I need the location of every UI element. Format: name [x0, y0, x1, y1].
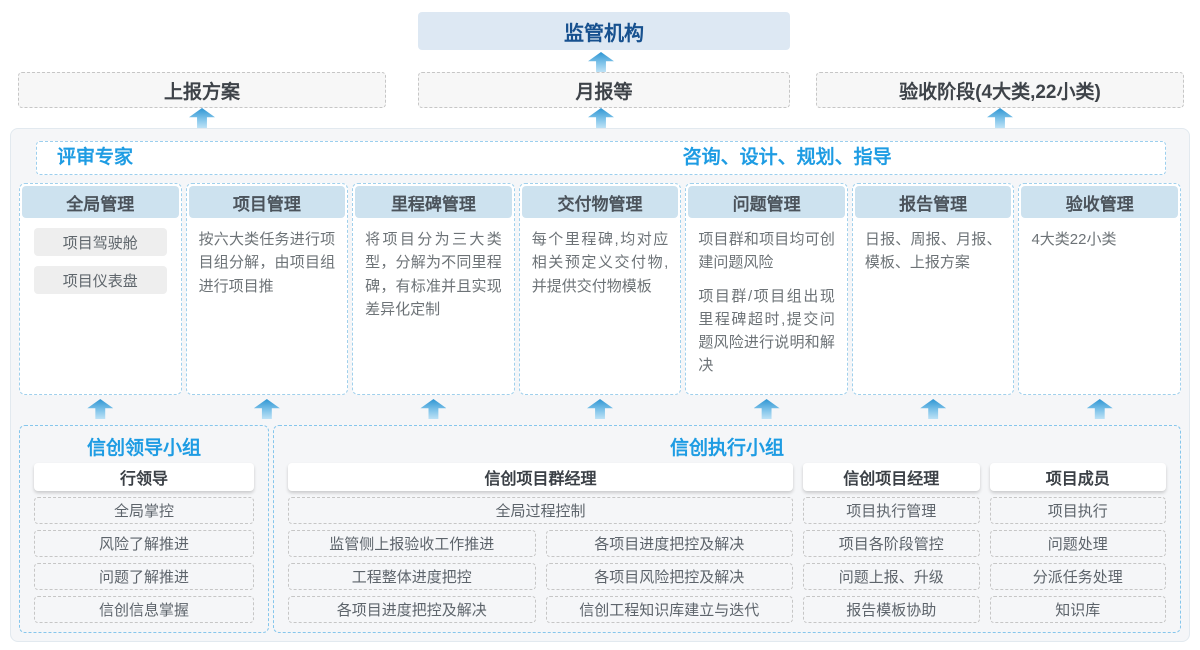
up-arrow-icon — [920, 399, 947, 419]
up-arrow-icon — [253, 399, 280, 419]
duty-item: 问题了解推进 — [34, 563, 254, 590]
up-arrow-icon — [189, 108, 215, 128]
project-manager-subcolumn: 信创项目经理 项目执行管理 项目各阶段管控 问题上报、升级 报告模板协助 — [803, 463, 980, 623]
up-arrow-icon — [753, 399, 780, 419]
monthly-report-label: 月报等 — [575, 81, 633, 103]
project-member-subcolumn: 项目成员 项目执行 问题处理 分派任务处理 知识库 — [989, 463, 1166, 623]
column-header: 里程碑管理 — [355, 186, 512, 218]
duty-item: 工程整体进度把控 — [288, 563, 536, 590]
up-arrow-icon — [588, 108, 614, 128]
duty-item: 项目各阶段管控 — [803, 530, 980, 557]
duty-item: 全局过程控制 — [288, 497, 793, 524]
duty-item: 问题处理 — [989, 530, 1166, 557]
duty-item: 信创信息掌握 — [34, 596, 254, 623]
monthly-report-box: 月报等 — [418, 72, 790, 108]
column-description: 将项目分为三大类型，分解为不同里程碑，有标准并且实现差异化定制 — [365, 231, 502, 318]
duty-item: 项目执行管理 — [803, 497, 980, 524]
acceptance-stage-label: 验收阶段(4大类,22小类) — [899, 81, 1101, 103]
consulting-label: 咨询、设计、规划、指导 — [682, 147, 892, 168]
duty-item: 项目执行 — [989, 497, 1166, 524]
report-plan-box: 上报方案 — [18, 72, 386, 108]
column-global-management: 全局管理 项目驾驶舱 项目仪表盘 — [19, 183, 182, 395]
column-project-management: 项目管理 按六大类任务进行项目组分解，由项目组进行项目推 — [185, 183, 349, 395]
bank-leader-role: 行领导 — [34, 463, 254, 491]
column-header: 报告管理 — [854, 186, 1012, 218]
up-arrow-icon — [1086, 399, 1113, 419]
project-dashboard-chip: 项目仪表盘 — [34, 266, 167, 294]
duty-item: 分派任务处理 — [989, 563, 1166, 590]
management-columns: 全局管理 项目驾驶舱 项目仪表盘 项目管理 按六大类任务进行项目组分解，由项目组… — [19, 183, 1182, 395]
up-arrow-icon — [987, 108, 1013, 128]
column-issue-management: 问题管理 项目群和项目均可创建问题风险 项目群/项目组出现里程碑超时,提交问题风… — [685, 183, 848, 395]
column-header: 交付物管理 — [521, 186, 679, 218]
duty-item: 各项目风险把控及解决 — [545, 563, 793, 590]
acceptance-stage-box: 验收阶段(4大类,22小类) — [816, 72, 1184, 108]
program-manager-role: 信创项目群经理 — [288, 463, 793, 491]
column-description: 4大类22小类 — [1031, 231, 1117, 248]
up-arrow-icon — [587, 399, 614, 419]
column-description: 每个里程碑,均对应相关预定义交付物,并提供交付物模板 — [531, 231, 669, 295]
regulator-box: 监管机构 — [418, 12, 790, 50]
duty-item: 各项目进度把控及解决 — [288, 596, 536, 623]
main-panel: 评审专家 咨询、设计、规划、指导 全局管理 项目驾驶舱 项目仪表盘 项目管理 按… — [10, 128, 1190, 642]
column-header: 验收管理 — [1021, 186, 1179, 218]
column-report-management: 报告管理 日报、周报、月报、模板、上报方案 — [851, 183, 1015, 395]
xc-leadership-group: 信创领导小组 行领导 全局掌控 风险了解推进 问题了解推进 信创信息掌握 — [19, 425, 269, 633]
column-arrows-row — [19, 399, 1181, 419]
duty-item: 知识库 — [989, 596, 1166, 623]
execution-group-title: 信创执行小组 — [669, 437, 784, 459]
xc-execution-group: 信创执行小组 信创项目群经理 全局过程控制 监管侧上报验收工作推进 各项目进度把… — [273, 425, 1181, 633]
project-manager-role: 信创项目经理 — [803, 463, 980, 491]
project-cockpit-chip: 项目驾驶舱 — [34, 228, 167, 256]
review-experts-label: 评审专家 — [57, 147, 134, 168]
duty-item: 问题上报、升级 — [803, 563, 980, 590]
duty-item: 信创工程知识库建立与迭代 — [545, 596, 793, 623]
column-header: 问题管理 — [688, 186, 845, 218]
column-header: 全局管理 — [22, 186, 179, 218]
column-description: 日报、周报、月报、模板、上报方案 — [864, 231, 1002, 272]
up-arrow-icon — [588, 52, 614, 72]
duty-item: 监管侧上报验收工作推进 — [288, 530, 536, 557]
column-acceptance-management: 验收管理 4大类22小类 — [1018, 183, 1182, 395]
up-arrow-icon — [87, 399, 114, 419]
duty-item: 各项目进度把控及解决 — [545, 530, 793, 557]
column-description: 项目群和项目均可创建问题风险 — [698, 231, 835, 272]
project-member-role: 项目成员 — [989, 463, 1166, 491]
duty-item: 报告模板协助 — [803, 596, 980, 623]
up-arrow-icon — [420, 399, 447, 419]
program-manager-subcolumn: 信创项目群经理 全局过程控制 监管侧上报验收工作推进 各项目进度把控及解决 工程… — [288, 463, 793, 623]
report-plan-label: 上报方案 — [163, 81, 240, 103]
column-header: 项目管理 — [188, 186, 346, 218]
column-deliverable-management: 交付物管理 每个里程碑,均对应相关预定义交付物,并提供交付物模板 — [518, 183, 682, 395]
column-milestone-management: 里程碑管理 将项目分为三大类型，分解为不同里程碑，有标准并且实现差异化定制 — [352, 183, 515, 395]
column-description: 项目群/项目组出现里程碑超时,提交问题风险进行说明和解决 — [698, 287, 835, 375]
column-description: 按六大类任务进行项目组分解，由项目组进行项目推 — [198, 231, 336, 295]
duty-item: 风险了解推进 — [34, 530, 254, 557]
leadership-group-title: 信创领导小组 — [86, 437, 201, 459]
experts-strip: 评审专家 咨询、设计、规划、指导 — [36, 141, 1166, 175]
duty-item: 全局掌控 — [34, 497, 254, 524]
regulator-label: 监管机构 — [564, 22, 644, 45]
